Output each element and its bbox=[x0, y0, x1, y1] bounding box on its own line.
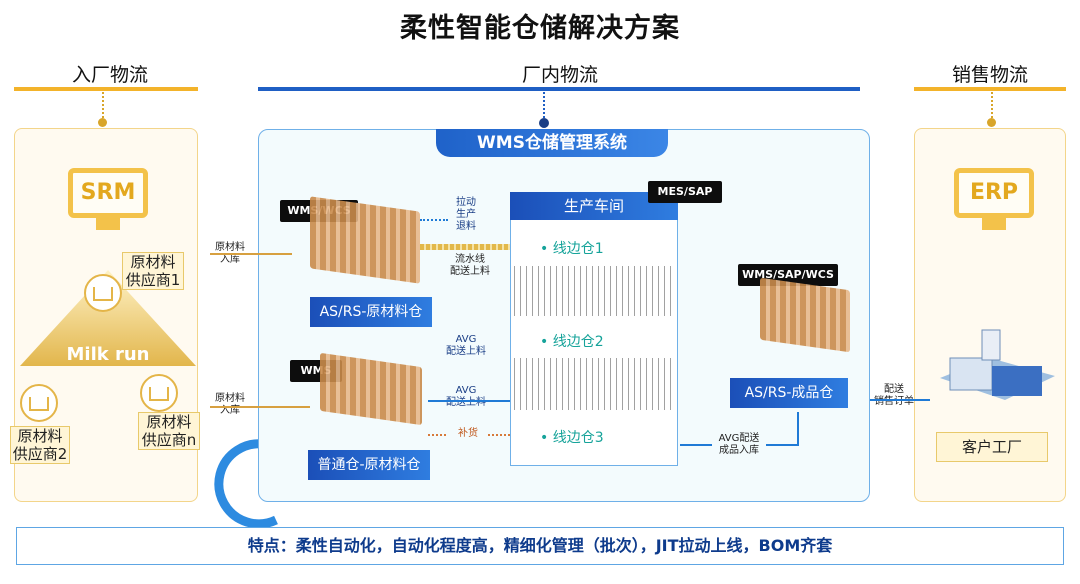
wms-system-title: WMS仓储管理系统 bbox=[436, 129, 668, 157]
deliver-orders-arrow bbox=[870, 399, 930, 401]
section-sales: 销售物流 bbox=[951, 64, 1028, 86]
avg-finished-label: AVG配送 成品入库 bbox=[712, 433, 766, 457]
line-warehouse-1-label: 线边仓1 bbox=[552, 241, 604, 257]
section-inbound: 入厂物流 bbox=[71, 64, 148, 86]
asrs-finished-label: AS/RS-成品仓 bbox=[730, 378, 848, 408]
avg-arrow-2 bbox=[428, 400, 510, 402]
factory-icon bbox=[20, 384, 58, 422]
internal-dot bbox=[539, 118, 549, 128]
inbound-connector bbox=[102, 92, 104, 118]
raw-in-arrow-1 bbox=[210, 253, 292, 255]
raw-in-arrow-2 bbox=[210, 406, 310, 408]
supplier-n-label: 原材料 供应商n bbox=[138, 412, 200, 450]
features-bar: 特点：柔性自动化，自动化程度高，精细化管理（批次），JIT拉动上线，BOM齐套 bbox=[16, 527, 1064, 565]
internal-bar bbox=[258, 87, 860, 91]
milk-run-triangle bbox=[20, 270, 196, 366]
asrs-finished-illustration bbox=[760, 277, 850, 353]
customer-factory-icon bbox=[940, 329, 1055, 400]
factory-icon bbox=[140, 374, 178, 412]
internal-connector bbox=[543, 92, 545, 118]
customer-factory-label: 客户工厂 bbox=[936, 432, 1048, 462]
erp-monitor: ERP bbox=[954, 168, 1034, 218]
srm-monitor-stand bbox=[96, 218, 120, 230]
supplier-1-label: 原材料 供应商1 bbox=[122, 252, 184, 290]
replenish-label: 补货 bbox=[448, 428, 488, 440]
erp-monitor-stand bbox=[982, 218, 1006, 230]
mes-sap-tag: MES/SAP bbox=[648, 181, 722, 203]
workshop-panel bbox=[510, 192, 678, 466]
raw-in-label-1: 原材料 入库 bbox=[215, 242, 245, 265]
avg-finished-arrow-up bbox=[797, 412, 799, 446]
raw-in-label-2: 原材料 入库 bbox=[215, 393, 245, 416]
inbound-dot bbox=[98, 118, 107, 127]
line-warehouse-2-label: 线边仓2 bbox=[552, 334, 604, 350]
line-warehouse-2: • 线边仓2 bbox=[540, 334, 604, 350]
asrs-raw-label: AS/RS-原材料仓 bbox=[310, 297, 432, 327]
pipeline-label: 流水线 配送上料 bbox=[450, 254, 490, 277]
page-title: 柔性智能仓储解决方案 bbox=[400, 13, 680, 44]
line-warehouse-3: • 线边仓3 bbox=[540, 430, 604, 446]
normal-raw-label: 普通仓-原材料仓 bbox=[308, 450, 430, 480]
sales-dot bbox=[987, 118, 996, 127]
sales-bar bbox=[914, 87, 1066, 91]
milk-run-label: Milk run bbox=[66, 344, 150, 365]
line-warehouse-3-label: 线边仓3 bbox=[552, 430, 604, 446]
line-layout-1 bbox=[514, 266, 674, 316]
sales-connector bbox=[991, 92, 993, 118]
line-layout-2 bbox=[514, 358, 674, 410]
factory-icon bbox=[84, 274, 122, 312]
avg-label-2: AVG 配送上料 bbox=[446, 385, 486, 408]
supplier-2-label: 原材料 供应商2 bbox=[10, 426, 70, 464]
asrs-raw-illustration bbox=[310, 196, 420, 284]
line-warehouse-1: • 线边仓1 bbox=[540, 241, 604, 257]
inbound-bar bbox=[14, 87, 198, 91]
pull-return-arrow bbox=[420, 219, 448, 221]
srm-monitor: SRM bbox=[68, 168, 148, 218]
deliver-orders-label: 配送 销售订单 bbox=[874, 384, 914, 407]
pull-return-label: 拉动 生产 退料 bbox=[456, 197, 476, 232]
avg-label-1: AVG 配送上料 bbox=[446, 334, 486, 357]
conveyor-line bbox=[420, 244, 510, 250]
section-internal: 厂内物流 bbox=[521, 64, 598, 86]
